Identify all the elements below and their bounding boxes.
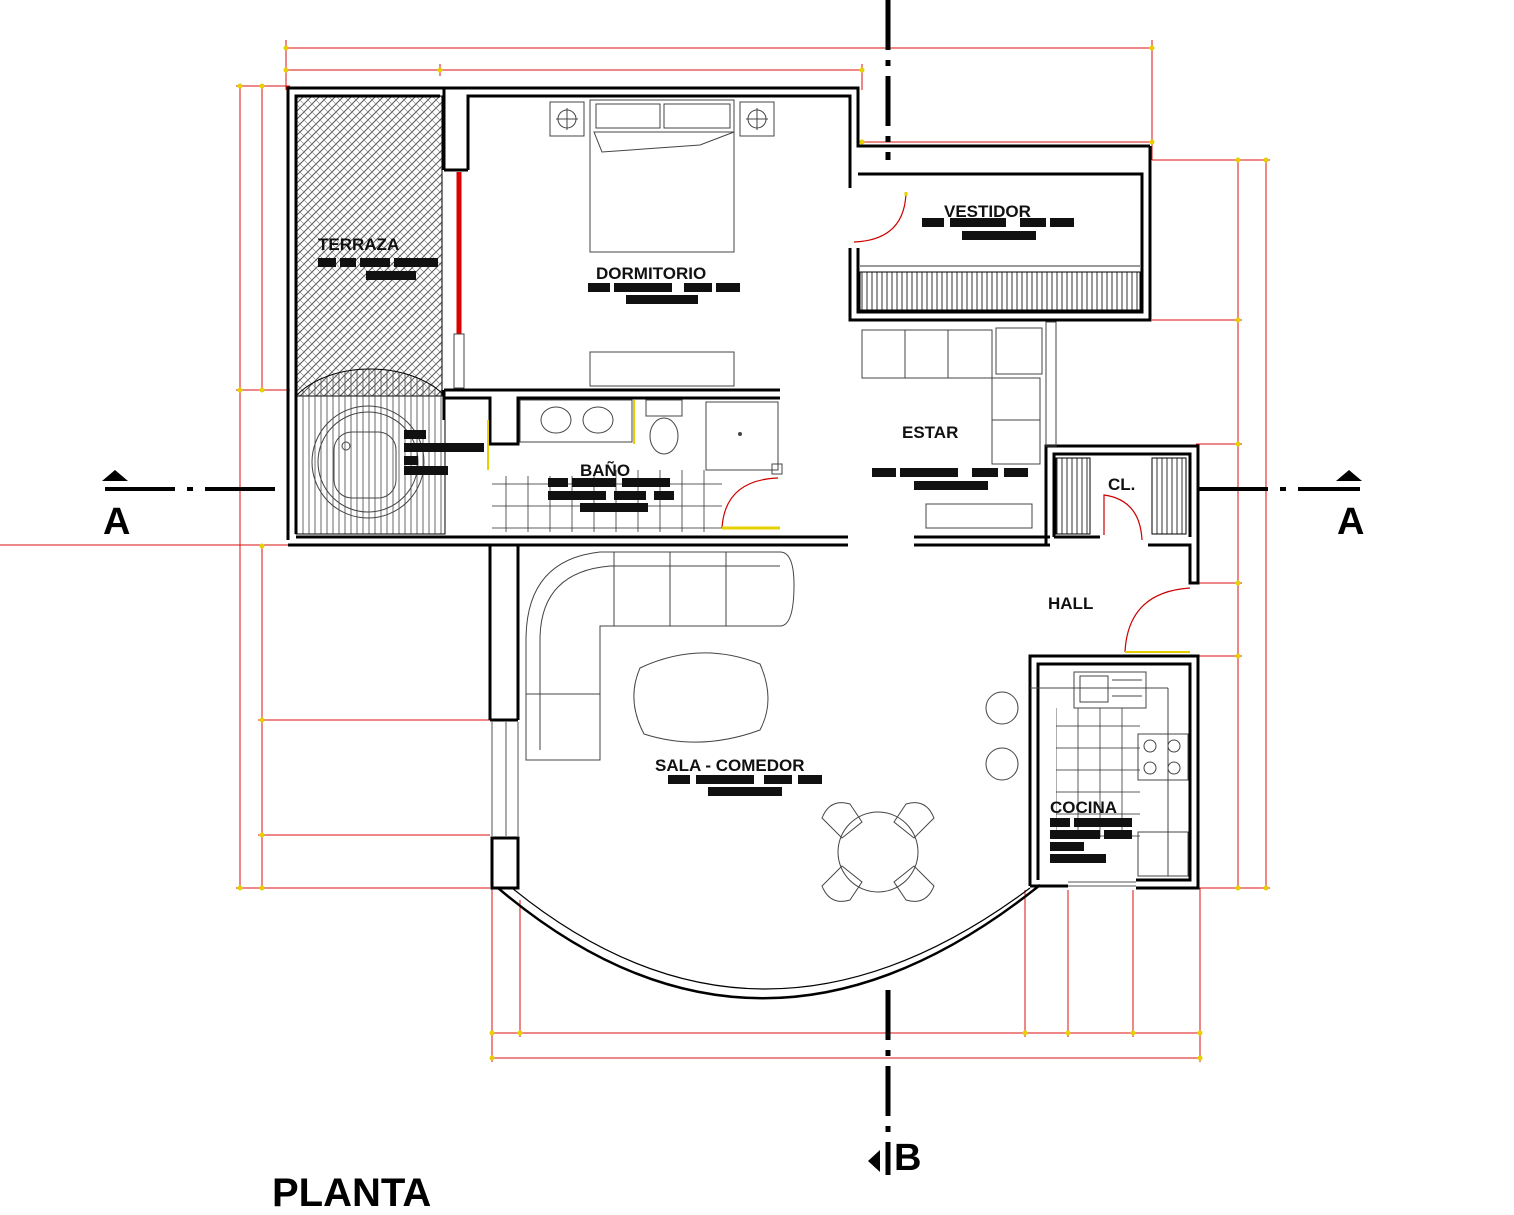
walls [286,86,1200,1000]
drawing-title: PLANTA [272,1171,431,1215]
coffee-table [633,652,769,743]
kitchen-fixtures [1030,671,1189,877]
fridge [1137,831,1189,877]
section-arrow-left-icon [102,470,128,481]
vestidor-rack [859,271,1141,311]
room-annotations [318,218,1132,863]
section-line-b [868,0,891,1175]
sala-sofa [525,551,795,761]
room-label-sala-comedor: SALA - COMEDOR [655,756,805,775]
closet-shelf-right [1151,457,1187,535]
stool [985,691,1019,725]
sink-icon [1073,671,1147,709]
section-label-a-left: A [103,501,130,543]
nightstand-right [739,101,775,137]
bed [549,99,775,253]
section-label-b: B [894,1137,921,1179]
estar-table [925,503,1033,529]
toilet-icon [649,417,679,455]
room-label-cocina: COCINA [1050,798,1117,817]
dimension-lines [0,40,1270,1062]
section-arrow-b-icon [868,1150,880,1172]
shower [705,401,779,471]
dormitorio-bench [589,351,735,387]
doors [721,191,1191,653]
room-label-terraza: TERRAZA [318,235,399,254]
estar-sofa [861,321,1057,465]
room-label-bano: BAÑO [580,460,630,480]
dining-set [821,802,935,902]
section-arrow-right-icon [1336,470,1362,481]
bathroom-fixtures [487,399,783,532]
section-line-a [102,470,1362,491]
room-label-closet: CL. [1108,475,1135,494]
stove-icon [1137,733,1189,781]
room-label-estar: ESTAR [902,423,958,442]
room-label-vestidor: VESTIDOR [944,202,1031,221]
room-label-dormitorio: DORMITORIO [596,264,706,283]
nightstand-left [549,101,585,137]
stool [985,747,1019,781]
room-label-hall: HALL [1048,594,1093,613]
section-label-a-right: A [1337,501,1364,543]
closet-shelf-left [1055,457,1091,535]
